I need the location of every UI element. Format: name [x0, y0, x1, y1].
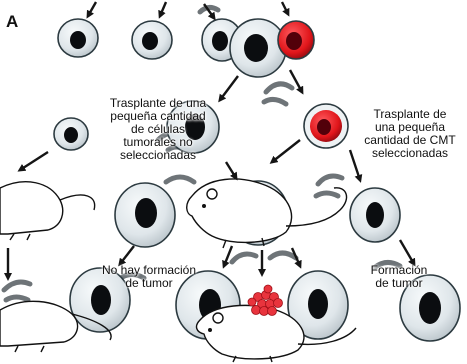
cell-icon [132, 21, 172, 59]
caption-line: seleccionadas [88, 149, 228, 162]
membrane-arc [166, 177, 194, 182]
membrane-arc [318, 176, 342, 184]
membrane-arc [264, 99, 286, 104]
arrow-icon [160, 2, 166, 16]
membrane-arc [266, 84, 292, 92]
tumor-formed-caption: Formación de tumor [354, 264, 444, 290]
caption-line: de tumor [82, 277, 216, 290]
membrane-arc [232, 254, 256, 262]
membrane-arc [6, 297, 28, 300]
arrow-icon [120, 246, 134, 264]
mouse-icon [187, 179, 347, 248]
arrow-icon [282, 2, 288, 14]
left-transplant-caption: Trasplante de una pequeña cantidad de cé… [88, 97, 228, 162]
no-tumor-caption: No hay formación de tumor [82, 264, 216, 290]
cell-icon [350, 188, 400, 242]
cancer-stem-cell-icon [304, 104, 348, 148]
arrow-icon [226, 162, 236, 178]
right-transplant-caption: Trasplante de una pequeña cantidad de CM… [354, 108, 466, 160]
arrow-icon [88, 2, 96, 16]
cell-icon [115, 183, 175, 247]
cell-icon [230, 19, 286, 77]
arrow-icon [20, 152, 48, 170]
membrane-arc [4, 282, 30, 290]
caption-line: de tumor [354, 277, 444, 290]
panel-label: A [6, 12, 18, 32]
cell-icon [58, 19, 98, 57]
arrow-icon [400, 240, 414, 264]
caption-line: seleccionadas [354, 147, 466, 160]
cancer-stem-cell-icon [278, 21, 314, 59]
membrane-arc [270, 253, 296, 258]
cell-icon [54, 118, 88, 150]
membrane-arc [316, 193, 338, 196]
arrow-icon [272, 140, 300, 162]
mouse-icon [0, 182, 95, 240]
